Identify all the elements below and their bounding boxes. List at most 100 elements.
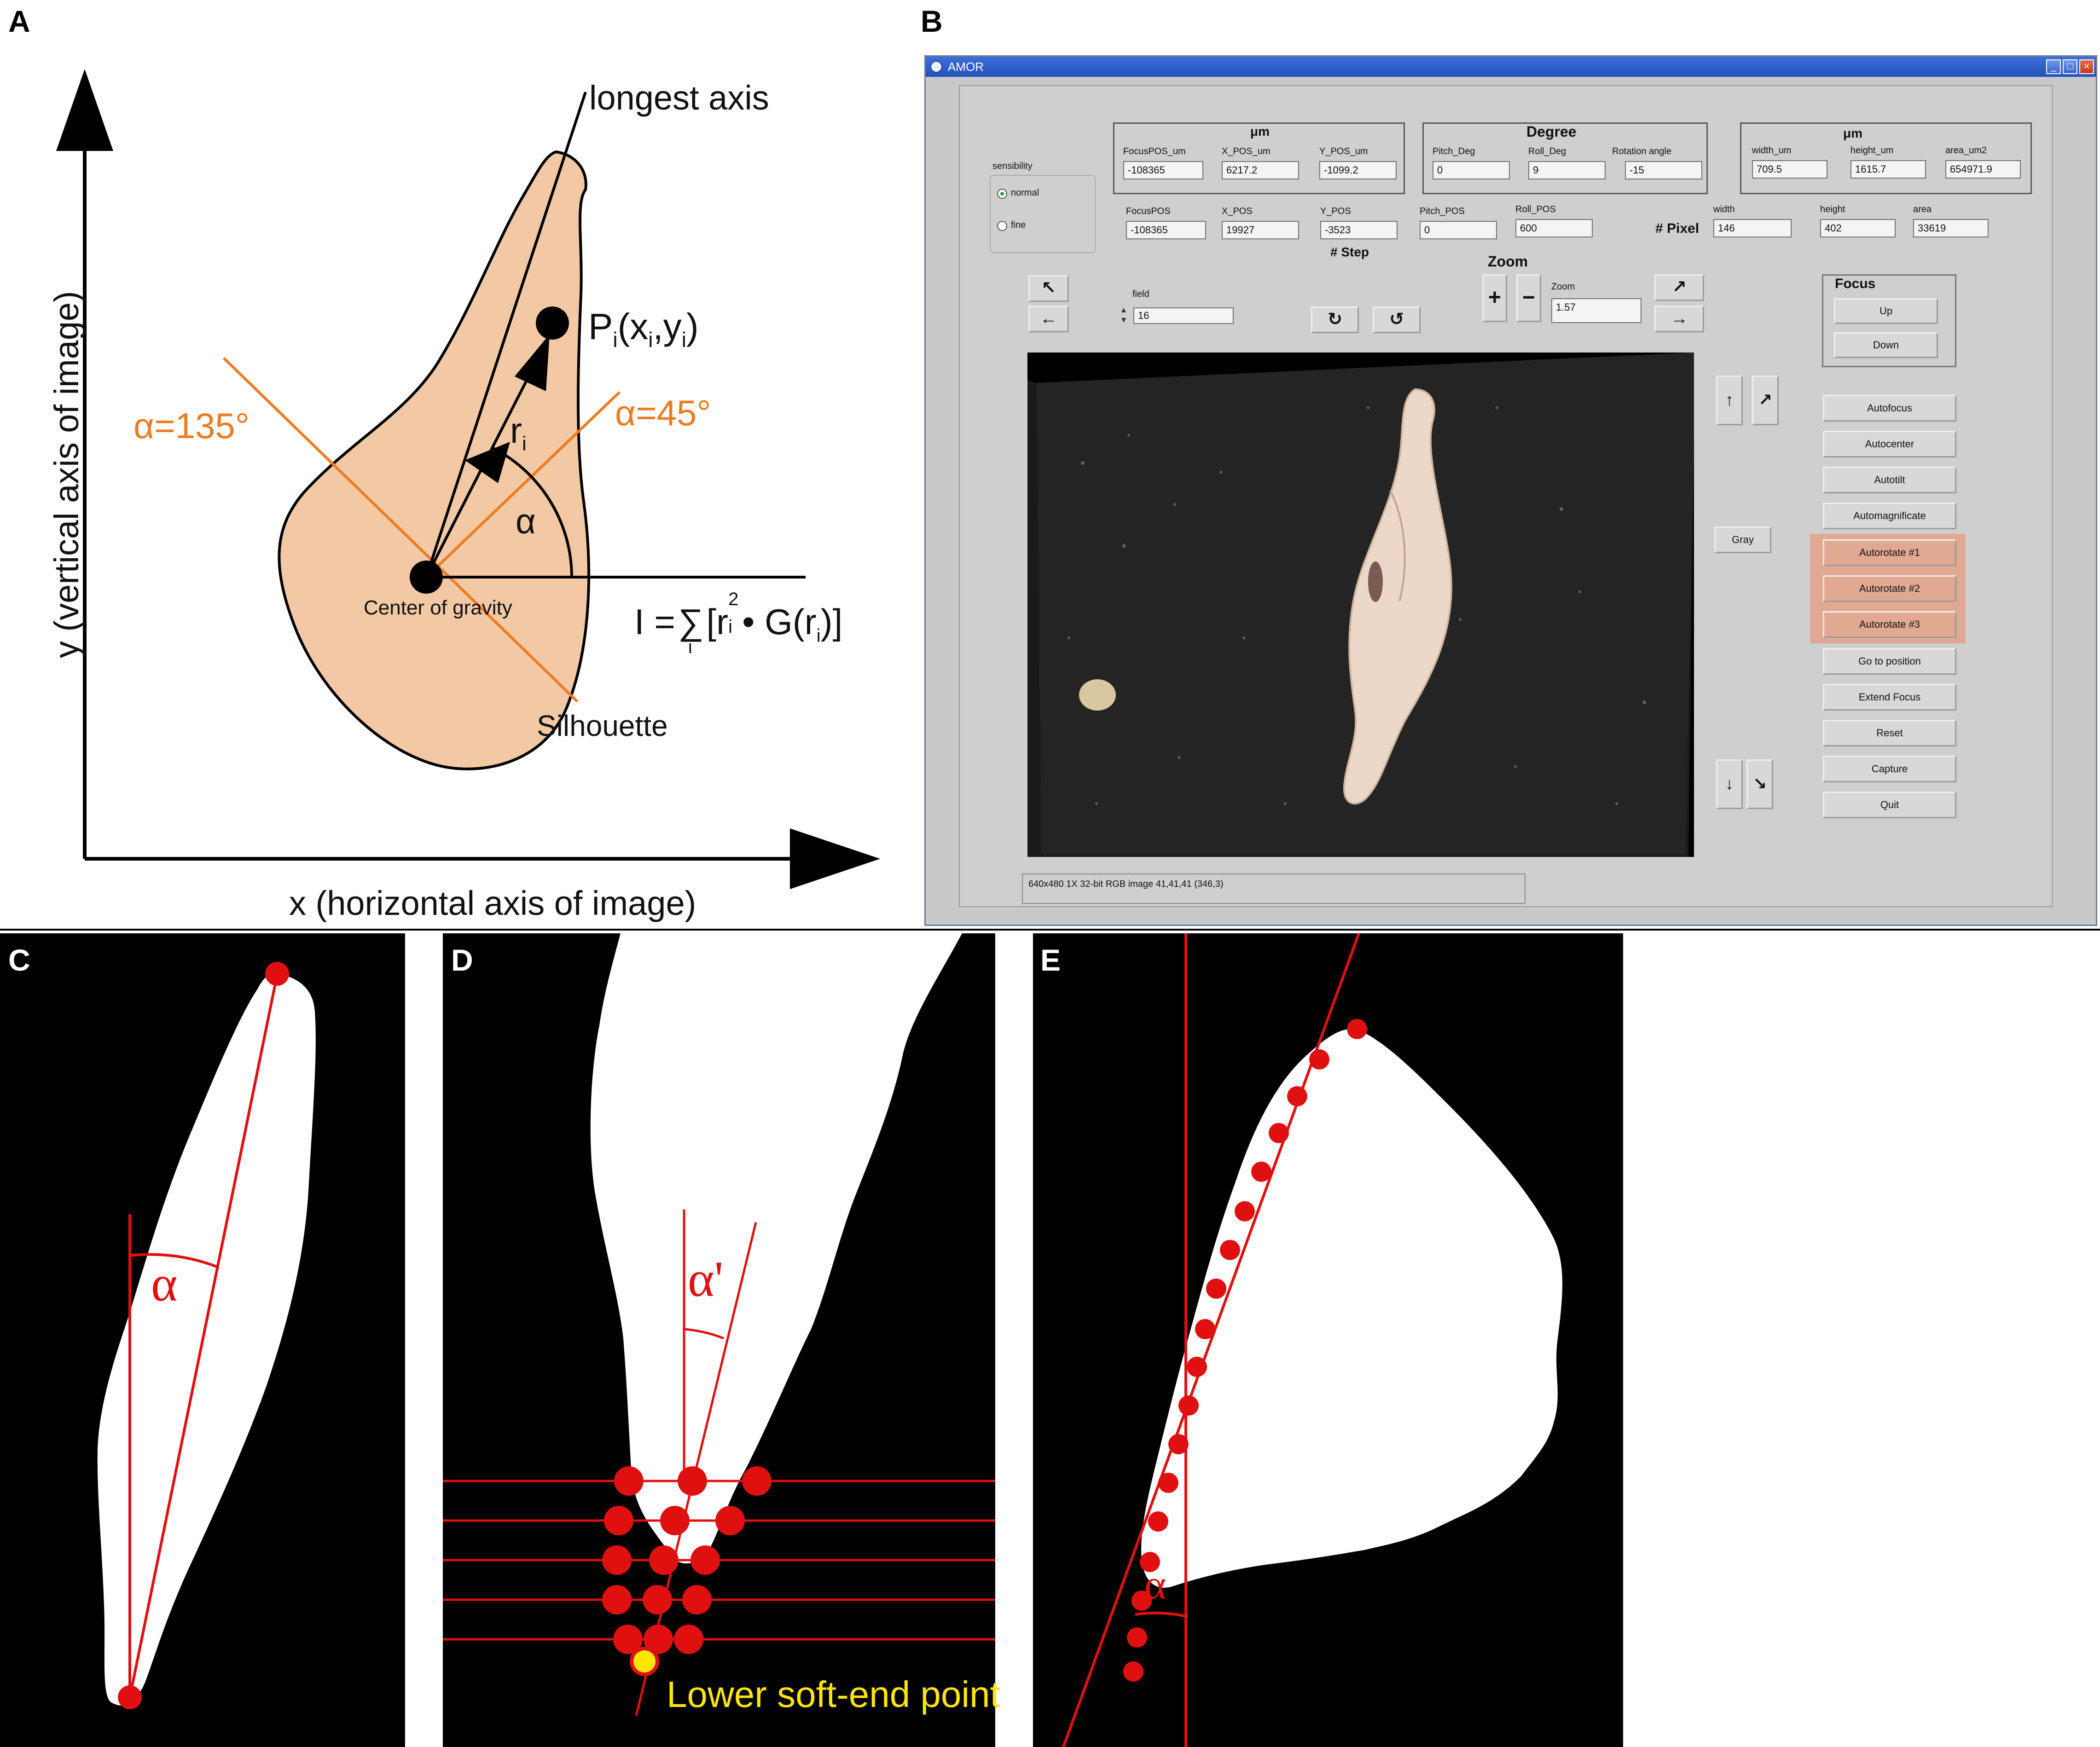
area-label: area: [1913, 204, 1932, 214]
formula-sub-2: i: [816, 625, 821, 646]
radio-normal[interactable]: [997, 189, 1007, 199]
ypos-field[interactable]: -3523: [1320, 221, 1398, 239]
panel-e-image: [1033, 933, 1623, 1747]
formula-sub: i: [728, 617, 733, 637]
panel-c-image: [0, 933, 405, 1747]
focus-title: Focus: [1835, 276, 1876, 291]
pitch-deg-field[interactable]: 0: [1433, 161, 1510, 179]
automagnificate-button[interactable]: Automagnificate: [1823, 503, 1956, 529]
radio-fine[interactable]: [997, 221, 1007, 231]
xpos-um-field[interactable]: 6217.2: [1222, 161, 1299, 179]
autotilt-button[interactable]: Autotilt: [1823, 467, 1956, 493]
radio-normal-label: normal: [1011, 188, 1039, 198]
move-up-right-small-button[interactable]: ↗: [1752, 376, 1779, 425]
panel-d-alpha-prime: α': [688, 1251, 724, 1307]
microscope-image: [1027, 353, 1694, 857]
reset-button[interactable]: Reset: [1823, 720, 1956, 746]
roll-pos-field[interactable]: 600: [1515, 219, 1593, 237]
panel-divider-horizontal: [0, 929, 2100, 931]
width-um-label: width_um: [1752, 145, 1792, 156]
move-down-button[interactable]: ↓: [1716, 759, 1743, 809]
sensibility-label: sensibility: [992, 161, 1033, 171]
panel-label-a: A: [8, 4, 30, 38]
maximize-button[interactable]: □: [2063, 59, 2077, 74]
point-pi-sub: i: [613, 328, 618, 352]
capture-button[interactable]: Capture: [1823, 756, 1956, 782]
width-pixel-field[interactable]: 146: [1713, 219, 1792, 237]
field-spinner[interactable]: ▴▾: [1121, 305, 1126, 325]
zoom-field[interactable]: 1.57: [1551, 298, 1642, 323]
xpos-field[interactable]: 19927: [1222, 221, 1299, 239]
panel-c-bottom-point: [118, 1685, 142, 1709]
move-up-button[interactable]: ↑: [1716, 376, 1743, 425]
xpos-label: X_POS: [1222, 206, 1253, 216]
um-position-group: [1113, 122, 1405, 194]
point-pi-mid: ,y: [653, 306, 682, 347]
panel-c-top-point: [265, 962, 289, 986]
panel-a-diagram: [56, 69, 880, 889]
height-pixel-field[interactable]: 402: [1820, 219, 1896, 237]
field-input[interactable]: 16: [1133, 307, 1234, 324]
move-right-button[interactable]: →: [1654, 306, 1704, 332]
roll-pos-label: Roll_POS: [1515, 204, 1556, 214]
autorotate-2-button[interactable]: Autorotate #2: [1823, 575, 1956, 602]
roll-deg-label: Roll_Deg: [1528, 146, 1566, 156]
panel-c-alpha: α: [151, 1255, 178, 1312]
focus-up-button[interactable]: Up: [1834, 298, 1938, 324]
ri-label: ri: [510, 410, 527, 456]
minimize-button[interactable]: _: [2046, 59, 2061, 74]
ri-main: r: [510, 410, 522, 451]
ypos-um-field[interactable]: -1099.2: [1319, 161, 1397, 179]
panel-label-e: E: [1040, 943, 1061, 977]
area-um2-label: area_um2: [1945, 145, 1987, 156]
autorotate-3-button[interactable]: Autorotate #3: [1823, 611, 1956, 638]
panel-c-silhouette: [97, 973, 316, 1706]
um-size-title: μm: [1843, 126, 1863, 140]
alpha-135-label: α=135°: [133, 405, 249, 446]
autocenter-button[interactable]: Autocenter: [1823, 431, 1956, 457]
point-pi-label: Pi(xi,yi): [588, 306, 699, 352]
roll-deg-field[interactable]: 9: [1528, 161, 1606, 179]
focuspos-field[interactable]: -108365: [1126, 221, 1206, 239]
zoom-in-button[interactable]: +: [1482, 274, 1507, 322]
autorotate-1-button[interactable]: Autorotate #1: [1823, 539, 1956, 566]
pitch-pos-field[interactable]: 0: [1420, 221, 1497, 239]
move-up-right-button[interactable]: ↗: [1654, 274, 1704, 301]
width-um-field[interactable]: 709.5: [1752, 160, 1827, 179]
degree-title: Degree: [1526, 123, 1577, 140]
extend-focus-button[interactable]: Extend Focus: [1823, 684, 1956, 711]
y-axis-arrowhead: [56, 69, 113, 151]
silhouette-shape: [278, 150, 591, 770]
title-bar: AMOR _ □ ×: [926, 57, 2096, 77]
area-pixel-field[interactable]: 33619: [1913, 219, 1989, 237]
sensibility-box: [990, 175, 1096, 253]
focuspos-um-field[interactable]: -108365: [1123, 161, 1203, 179]
formula-sup: 2: [728, 589, 739, 609]
zoom-out-button[interactable]: −: [1516, 274, 1541, 322]
close-button[interactable]: ×: [2079, 59, 2094, 74]
focuspos-label: FocusPOS: [1126, 206, 1171, 216]
go-to-position-button[interactable]: Go to position: [1823, 648, 1956, 675]
field-label: field: [1132, 289, 1149, 299]
alpha-45-label: α=45°: [615, 393, 711, 433]
move-down-right-button[interactable]: ↘: [1746, 759, 1773, 809]
point-pi-y-sub: i: [681, 328, 686, 352]
formula-sum-sub: i: [688, 637, 692, 657]
point-pi-x-sub: i: [648, 328, 653, 352]
rotation-angle-field[interactable]: -15: [1625, 161, 1702, 179]
rotate-ccw-button[interactable]: ↺: [1373, 307, 1421, 333]
x-axis-label: x (horizontal axis of image): [289, 884, 696, 922]
gray-button[interactable]: Gray: [1714, 526, 1771, 553]
rotate-cw-button[interactable]: ↻: [1311, 307, 1359, 333]
move-up-left-button[interactable]: ↖: [1028, 275, 1069, 302]
height-um-field[interactable]: 1615.7: [1851, 160, 1926, 179]
focus-down-button[interactable]: Down: [1834, 332, 1938, 358]
pixel-caption: # Pixel: [1655, 221, 1700, 236]
quit-button[interactable]: Quit: [1823, 792, 1956, 818]
autofocus-button[interactable]: Autofocus: [1823, 395, 1956, 422]
area-um2-field[interactable]: 654971.9: [1945, 160, 2021, 179]
move-left-button[interactable]: ←: [1028, 306, 1069, 332]
degree-group: [1422, 122, 1708, 194]
zoom-label: Zoom: [1551, 282, 1575, 292]
rotation-angle-label: Rotation angle: [1612, 146, 1671, 156]
